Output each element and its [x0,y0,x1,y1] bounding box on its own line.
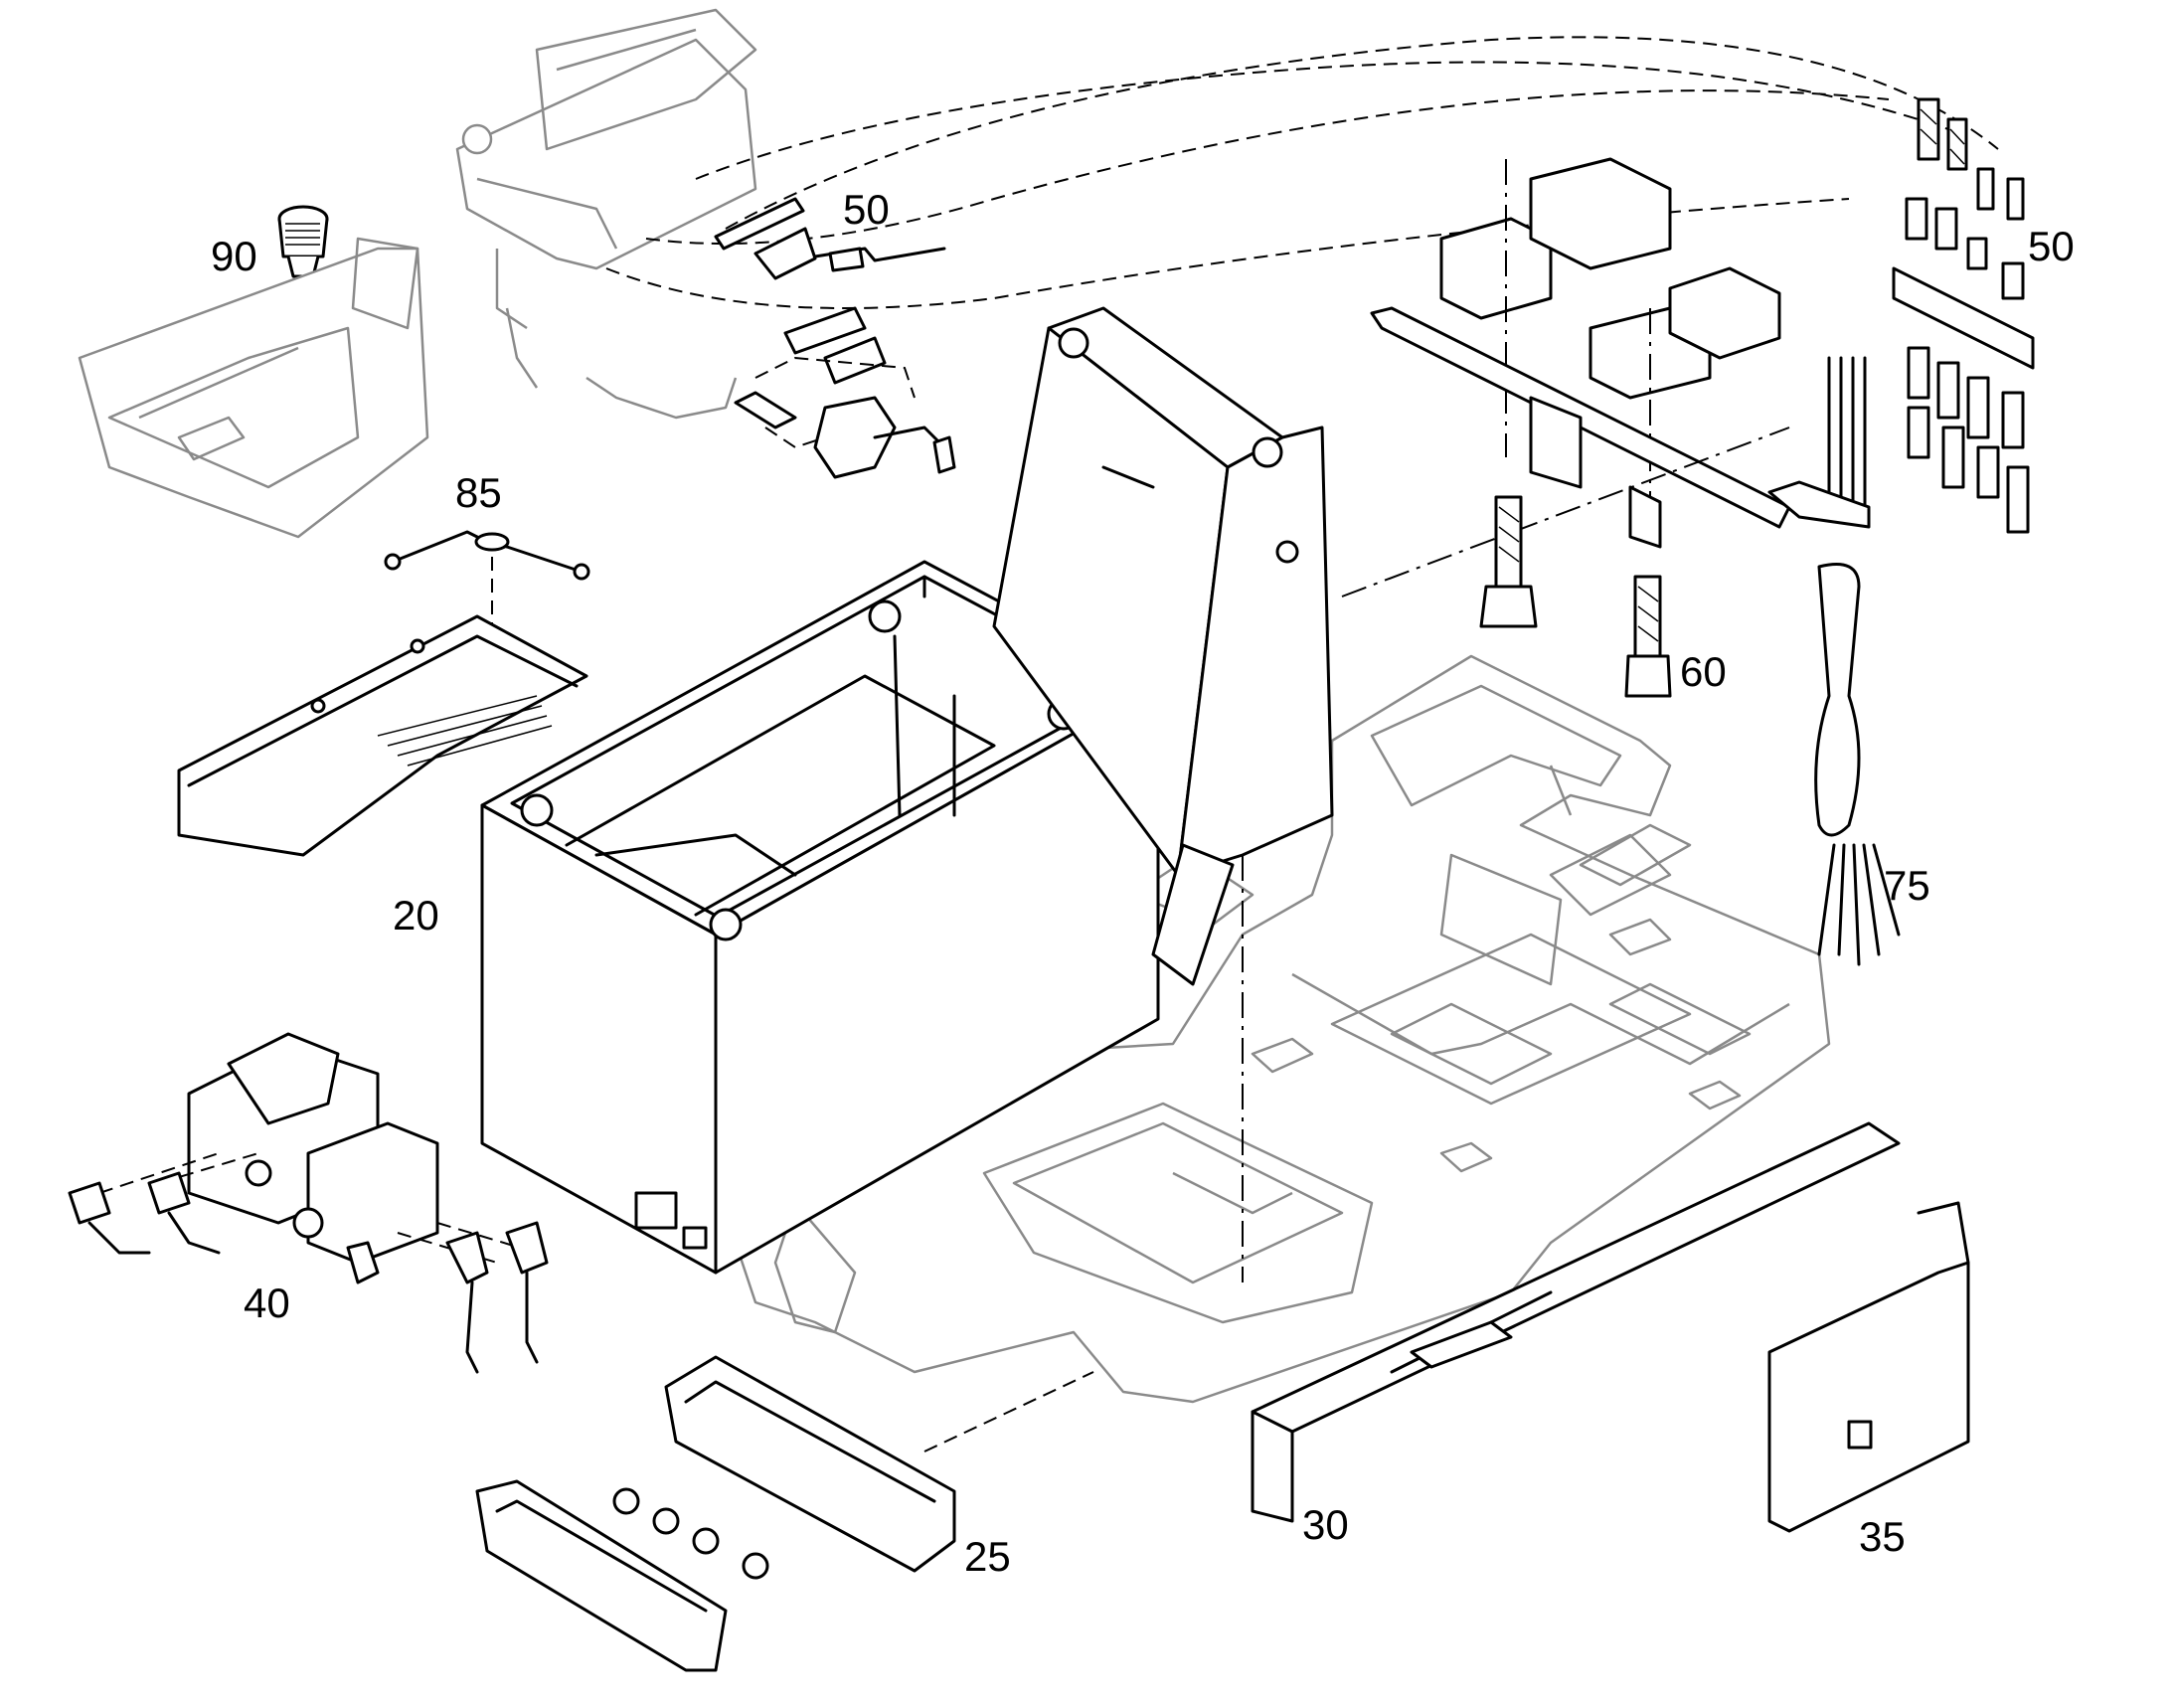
callout-75: 75 [1884,862,1930,909]
hinged-upright-frame [992,306,1334,986]
part-30-side-rail [1251,1121,1901,1523]
part-60-hoses [1479,495,1672,698]
part-50-left-fittings [714,197,956,479]
callout-50-right: 50 [2028,223,2075,269]
callout-90: 90 [211,233,257,279]
mounting-bar [1341,306,1791,598]
floor-plate [177,614,588,857]
part-40-valve-block [98,1032,538,1284]
callout-35: 35 [1859,1513,1906,1560]
callout-50-left: 50 [843,186,890,233]
part-35-panel [1767,1201,1970,1533]
part-40-hoses [68,1171,549,1374]
callout-30: 30 [1302,1501,1349,1548]
callout-25: 25 [964,1533,1011,1580]
clamp-blocks [1439,157,1781,537]
part-75-wire-bundle [1767,356,1901,966]
callout-60: 60 [1680,648,1727,695]
part-25-trays [475,1355,1094,1672]
console-panel [78,237,429,539]
part-90-knob [277,205,329,328]
ac-hoses [605,36,1999,309]
part-85-handle [384,530,590,656]
part-50-right-fittings [1892,97,2035,534]
ac-unit [455,8,757,420]
callout-85: 85 [455,469,502,516]
part-20-box-frame [480,560,1160,1275]
callout-20: 20 [393,892,439,939]
callout-40: 40 [244,1280,290,1326]
